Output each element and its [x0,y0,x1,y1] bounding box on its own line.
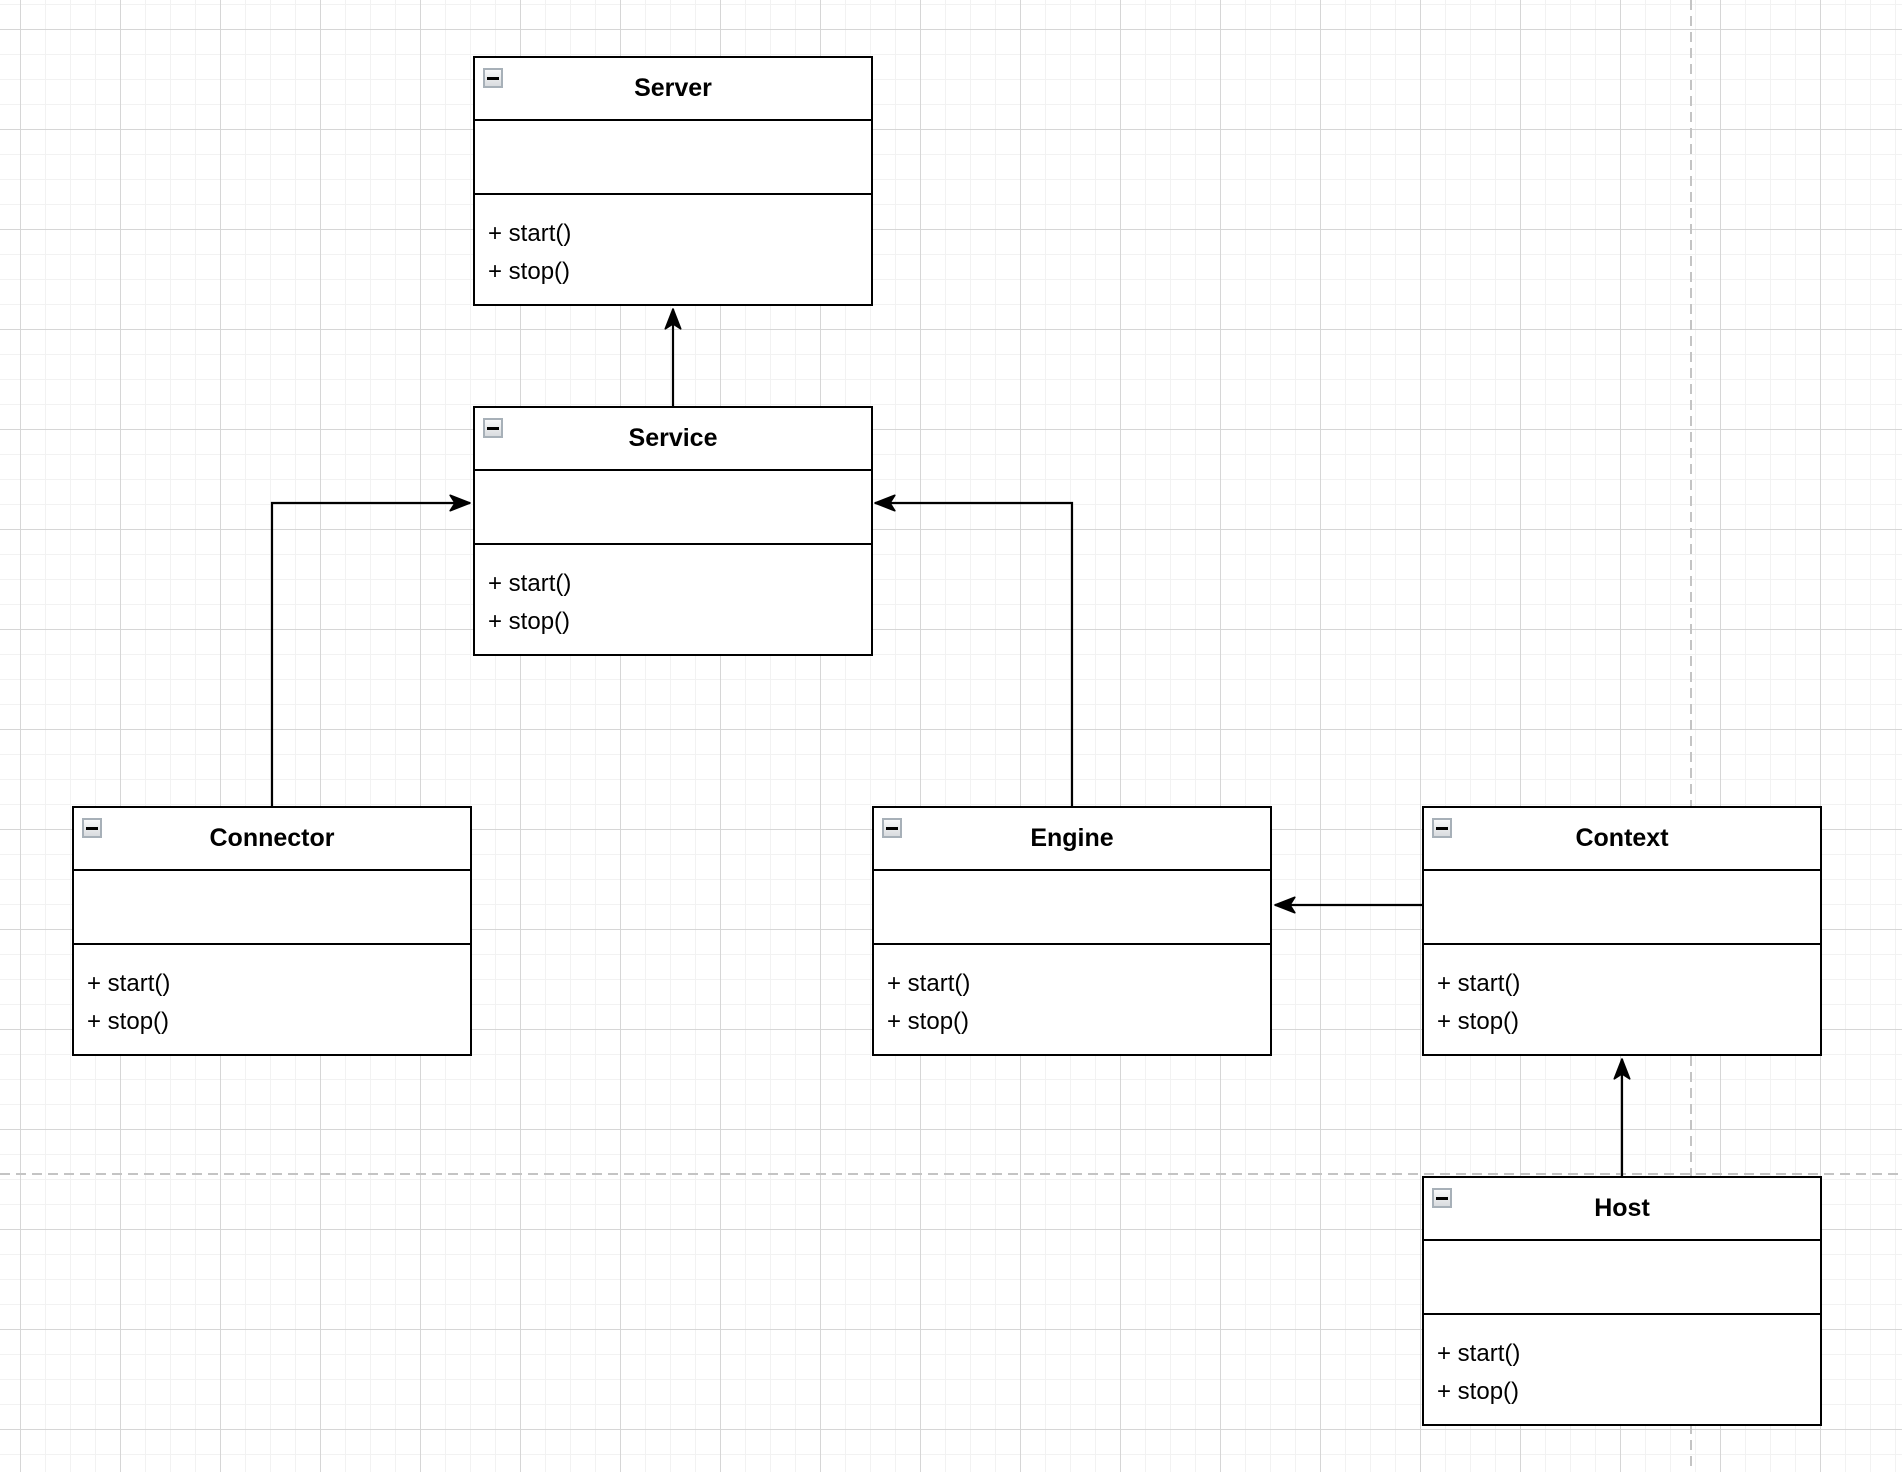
class-service-title-bar: Service [475,408,871,471]
collapse-icon[interactable] [483,418,503,438]
minus-icon [1436,1196,1448,1200]
class-connector-attributes [74,871,470,945]
class-service-attributes [475,471,871,545]
class-server-methods: + start() + stop() [475,195,871,291]
class-title: Connector [209,824,335,852]
collapse-icon[interactable] [1432,1188,1452,1208]
class-server-title-bar: Server [475,58,871,121]
method-item: + start() [1437,1340,1521,1367]
class-context-title-bar: Context [1424,808,1820,871]
minus-icon [487,76,499,80]
class-context[interactable]: Context + start() + stop() [1422,806,1822,1056]
method-item: + stop() [488,608,571,635]
method-item: + stop() [87,1008,170,1035]
class-title: Server [634,74,712,102]
method-item: + stop() [1437,1008,1520,1035]
class-title: Engine [1030,824,1114,852]
class-host-attributes [1424,1241,1820,1315]
class-title: Host [1594,1194,1650,1222]
class-service-methods: + start() + stop() [475,545,871,641]
collapse-icon[interactable] [1432,818,1452,838]
class-title: Context [1575,824,1669,852]
class-connector-methods: + start() + stop() [74,945,470,1041]
minus-icon [86,826,98,830]
method-item: + start() [488,220,572,247]
class-engine-attributes [874,871,1270,945]
class-host-title-bar: Host [1424,1178,1820,1241]
method-item: + start() [87,970,171,997]
class-connector-title-bar: Connector [74,808,470,871]
class-context-attributes [1424,871,1820,945]
class-host[interactable]: Host + start() + stop() [1422,1176,1822,1426]
class-server-attributes [475,121,871,195]
method-item: + start() [488,570,572,597]
class-engine[interactable]: Engine + start() + stop() [872,806,1272,1056]
collapse-icon[interactable] [82,818,102,838]
class-connector[interactable]: Connector + start() + stop() [72,806,472,1056]
method-item: + stop() [1437,1378,1520,1405]
class-engine-methods: + start() + stop() [874,945,1270,1041]
edge-engine-to-service[interactable] [874,494,1074,806]
edge-connector-to-service[interactable] [270,494,471,806]
class-service[interactable]: Service + start() + stop() [473,406,873,656]
class-host-methods: + start() + stop() [1424,1315,1820,1411]
class-title: Service [628,424,718,452]
class-server[interactable]: Server + start() + stop() [473,56,873,306]
minus-icon [1436,826,1448,830]
collapse-icon[interactable] [882,818,902,838]
method-item: + stop() [488,258,571,285]
minus-icon [886,826,898,830]
method-item: + start() [887,970,971,997]
minus-icon [487,426,499,430]
class-engine-title-bar: Engine [874,808,1270,871]
class-context-methods: + start() + stop() [1424,945,1820,1041]
method-item: + start() [1437,970,1521,997]
method-item: + stop() [887,1008,970,1035]
collapse-icon[interactable] [483,68,503,88]
